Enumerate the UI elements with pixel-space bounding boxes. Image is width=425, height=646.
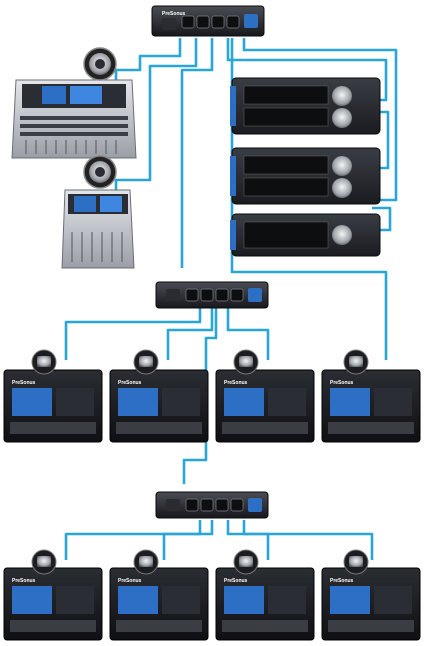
- switch-middle: [155, 281, 269, 309]
- port-callout-4: [343, 349, 369, 375]
- port-callout-6: [133, 549, 159, 575]
- svg-text:PreSonus: PreSonus: [330, 578, 354, 584]
- monitor-row-2: PreSonus PreSonus PreSonus PreSonus: [3, 567, 421, 641]
- cable-mon-8: [242, 520, 374, 560]
- monitor-6: PreSonus: [109, 567, 209, 641]
- switch-top: PreSonus: [151, 5, 265, 37]
- port-callout-1: [31, 349, 57, 375]
- stage-rack-3: [230, 213, 381, 257]
- svg-text:PreSonus: PreSonus: [224, 578, 248, 584]
- switch-brand-label: PreSonus: [162, 11, 186, 17]
- cable-rack-daisy-2: [372, 206, 392, 232]
- monitor-7: PreSonus: [215, 567, 315, 641]
- stage-rack-1: [230, 77, 381, 135]
- monitor-brand-label: PreSonus: [12, 380, 36, 386]
- monitor-8: PreSonus: [321, 567, 421, 641]
- monitor-2: PreSonus: [109, 369, 209, 443]
- svg-text:PreSonus: PreSonus: [224, 380, 248, 386]
- cable-rack-1: [226, 38, 388, 102]
- monitor-4: PreSonus: [321, 369, 421, 443]
- monitor-3: PreSonus: [215, 369, 315, 443]
- port-callout-8: [343, 549, 369, 575]
- console-small-port-callout: [83, 155, 117, 189]
- cable-mon-5: [64, 520, 202, 560]
- cable-console-small: [114, 38, 198, 190]
- console-large: [11, 79, 137, 159]
- port-callout-5: [31, 549, 57, 575]
- cable-rack-2: [242, 38, 398, 202]
- port-callout-2: [133, 349, 159, 375]
- cable-mon-6: [162, 520, 214, 560]
- port-callout-7: [233, 549, 259, 575]
- svg-text:PreSonus: PreSonus: [118, 578, 142, 584]
- monitor-row-1: PreSonus PreSonus PreSonus PreSonus: [3, 369, 421, 443]
- switch-bottom: [155, 491, 269, 519]
- cable-mon-1: [64, 306, 202, 360]
- stage-rack-2: [230, 147, 381, 205]
- console-small: [61, 189, 135, 269]
- monitor-5: PreSonus: [3, 567, 103, 641]
- svg-text:PreSonus: PreSonus: [12, 578, 36, 584]
- svg-text:PreSonus: PreSonus: [118, 380, 142, 386]
- monitor-port-callouts: [31, 349, 369, 575]
- port-callout-3: [233, 349, 259, 375]
- console-large-port-callout: [83, 47, 117, 81]
- cable-mon-3: [226, 306, 270, 360]
- cable-console-large: [114, 38, 182, 82]
- cable-mon-2: [166, 306, 214, 360]
- svg-text:PreSonus: PreSonus: [330, 380, 354, 386]
- monitor-1: PreSonus: [3, 369, 103, 443]
- cable-switch-link-1: [180, 38, 214, 268]
